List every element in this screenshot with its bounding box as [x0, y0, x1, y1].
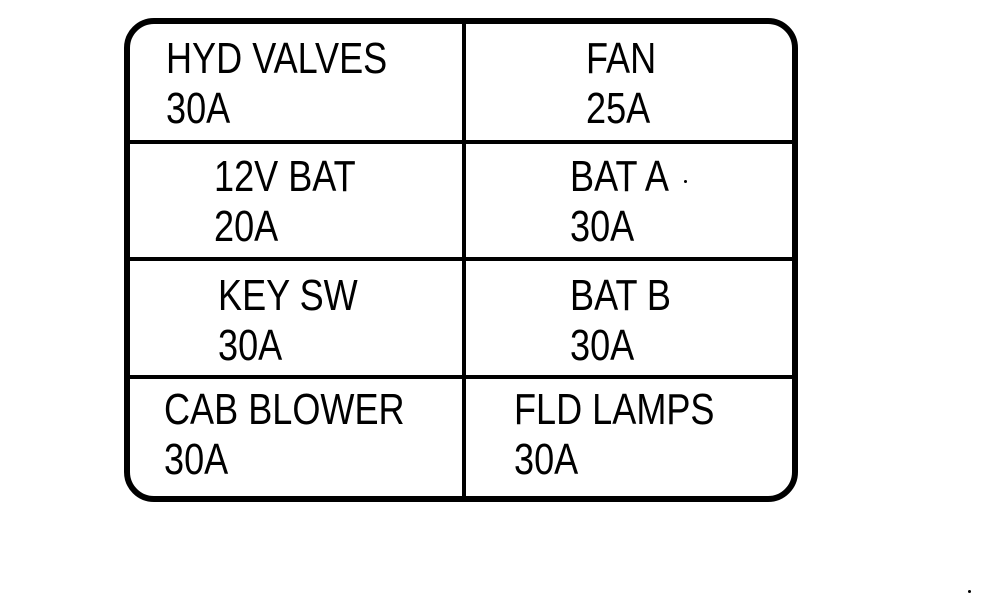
fuse-cell-fld-lamps: FLD LAMPS 30A — [466, 379, 792, 496]
fuse-rating: 30A — [570, 321, 635, 371]
fuse-label: 12V BAT 20A — [214, 152, 356, 252]
fuse-cell-12v-bat: 12V BAT 20A — [130, 144, 466, 262]
fuse-rating: 30A — [570, 202, 635, 251]
fuse-cell-key-sw: KEY SW 30A — [130, 261, 466, 379]
fuse-rating: 30A — [218, 321, 283, 371]
fuse-name: BAT B — [570, 271, 671, 321]
fuse-cell-fan: FAN 25A — [466, 24, 792, 144]
fuse-label: KEY SW 30A — [218, 271, 358, 371]
fuse-cell-cab-blower: CAB BLOWER 30A — [130, 378, 466, 496]
fuse-label: FAN 25A — [586, 34, 656, 134]
fuse-rating: 20A — [214, 202, 279, 251]
fuse-rating: 30A — [166, 84, 231, 133]
fuse-cell-bat-a: BAT A 30A — [466, 144, 792, 262]
fuse-name: FLD LAMPS — [514, 384, 715, 434]
fuse-label: BAT A 30A — [570, 152, 669, 252]
print-speck — [684, 180, 687, 183]
print-speck — [968, 590, 971, 593]
fuse-rating: 30A — [164, 434, 229, 484]
fuse-cell-hyd-valves: HYD VALVES 30A — [130, 24, 466, 144]
fuse-label: CAB BLOWER 30A — [164, 385, 405, 485]
fuse-name: 12V BAT — [214, 152, 356, 201]
fuse-label: FLD LAMPS 30A — [514, 385, 715, 485]
fuse-label: BAT B 30A — [570, 271, 671, 371]
fuse-panel-label: HYD VALVES 30A FAN 25A 12V BAT 20A BAT A… — [124, 18, 798, 502]
fuse-cell-bat-b: BAT B 30A — [466, 261, 792, 379]
fuse-name: CAB BLOWER — [164, 384, 405, 434]
fuse-name: HYD VALVES — [166, 34, 388, 83]
fuse-name: KEY SW — [218, 271, 358, 321]
fuse-name: BAT A — [570, 152, 669, 201]
fuse-name: FAN — [586, 34, 657, 83]
fuse-rating: 30A — [514, 434, 579, 484]
fuse-label: HYD VALVES 30A — [166, 34, 387, 134]
fuse-rating: 25A — [586, 84, 651, 133]
